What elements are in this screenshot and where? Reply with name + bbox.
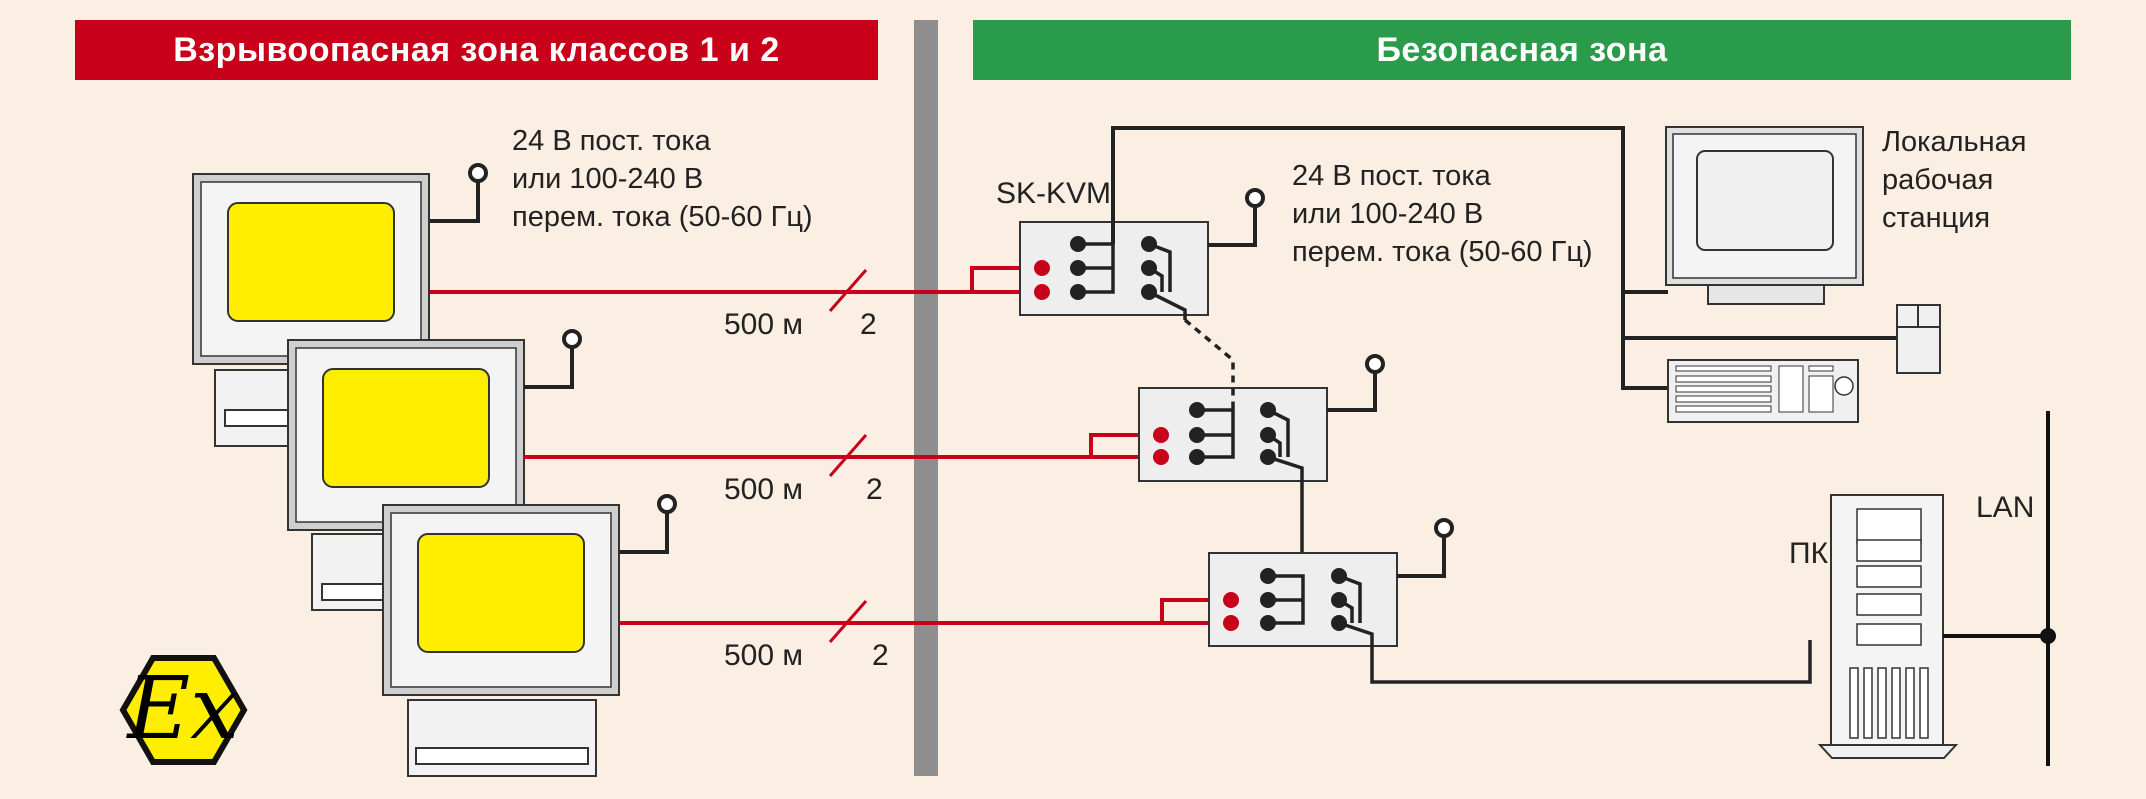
drive-bay xyxy=(1856,539,1922,562)
power-plug-icon xyxy=(562,329,582,349)
cable-slash xyxy=(828,600,868,643)
pc-tower xyxy=(1817,494,1959,759)
svg-text:перем. тока (50-60 Гц): перем. тока (50-60 Гц) xyxy=(512,201,813,233)
keyboard-icon xyxy=(1667,359,1859,423)
drive-bay xyxy=(1856,593,1922,616)
ex-symbol-text: Ex xyxy=(125,659,238,759)
port-red xyxy=(1153,427,1169,443)
port-red xyxy=(1034,260,1050,276)
conductor-count-label: 2 xyxy=(860,308,877,341)
safe-zone-banner: Безопасная зона xyxy=(973,20,2071,80)
workstation-cables xyxy=(1111,126,1898,390)
power-label-kvm: 24 В пост. тока или 100-240 В перем. ток… xyxy=(1292,160,1593,268)
drive-bay xyxy=(1856,508,1922,544)
workstation-screen xyxy=(1696,150,1834,251)
port-red xyxy=(1223,592,1239,608)
port-red xyxy=(1153,449,1169,465)
ex-terminal-3 xyxy=(382,494,677,777)
safe-zone-title: Безопасная зона xyxy=(1376,30,1668,69)
power-plug-icon xyxy=(1434,518,1454,538)
power-plug-icon xyxy=(1365,354,1385,374)
power-plug-icon xyxy=(468,163,488,183)
port-red xyxy=(1034,284,1050,300)
svg-text:24 В пост. тока: 24 В пост. тока xyxy=(512,125,712,157)
svg-text:рабочая: рабочая xyxy=(1882,164,1993,196)
mouse-icon xyxy=(1896,304,1941,374)
lan-node xyxy=(2040,628,2056,644)
dashed-link xyxy=(1183,318,1235,410)
distance-label: 500 м xyxy=(724,473,803,506)
cable-slash xyxy=(828,434,868,477)
svg-text:Локальная: Локальная xyxy=(1882,126,2027,158)
pc-label: ПК xyxy=(1789,537,1829,570)
port-red xyxy=(1223,615,1239,631)
terminal-keyboard-slot xyxy=(415,747,589,765)
cable-slash xyxy=(828,269,868,312)
power-plug-icon xyxy=(657,494,677,514)
conductor-count-label: 2 xyxy=(872,639,889,672)
kvm-unit-2 xyxy=(1138,354,1385,552)
power-plug-icon xyxy=(1245,188,1265,208)
svg-text:или 100-240 В: или 100-240 В xyxy=(1292,198,1483,230)
ex-hazard-symbol: Ex xyxy=(119,655,248,765)
power-label-terminal: 24 В пост. тока или 100-240 В перем. ток… xyxy=(512,125,813,233)
conductor-count-label: 2 xyxy=(866,473,883,506)
lan-label: LAN xyxy=(1976,491,2034,524)
svg-text:24 В пост. тока: 24 В пост. тока xyxy=(1292,160,1492,192)
terminal-screen xyxy=(417,533,585,653)
workstation-label: Локальная рабочая станция xyxy=(1882,126,2027,234)
svg-text:перем. тока (50-60 Гц): перем. тока (50-60 Гц) xyxy=(1292,236,1593,268)
terminal-screen xyxy=(227,202,395,322)
drive-bay xyxy=(1856,565,1922,588)
hazardous-zone-banner: Взрывоопасная зона классов 1 и 2 xyxy=(75,20,878,80)
workstation-monitor xyxy=(1665,126,1864,305)
kvm-label: SK-KVM xyxy=(996,177,1111,210)
terminal-screen xyxy=(322,368,490,488)
drive-bay xyxy=(1856,623,1922,646)
svg-text:станция: станция xyxy=(1882,202,1990,234)
hazardous-zone-title: Взрывоопасная зона классов 1 и 2 xyxy=(173,30,780,69)
svg-text:или 100-240 В: или 100-240 В xyxy=(512,163,703,195)
distance-label: 500 м xyxy=(724,639,803,672)
zone-separator xyxy=(914,20,938,776)
distance-label: 500 м xyxy=(724,308,803,341)
kvm-unit-3 xyxy=(1208,518,1812,684)
